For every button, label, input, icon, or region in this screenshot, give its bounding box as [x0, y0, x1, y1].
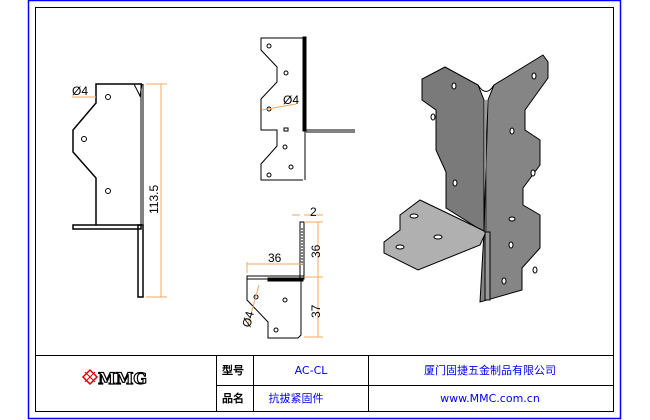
company-website: www.MMC.com.cn	[440, 392, 540, 405]
side-view	[72, 83, 167, 298]
lower-height-dimension: 37	[309, 304, 323, 318]
company-name: 厦门固捷五金制品有限公司	[424, 363, 556, 377]
upper-height-dimension: 36	[309, 244, 323, 258]
width-dimension: 36	[268, 251, 282, 265]
outer-frame	[27, 0, 622, 420]
model-label: 型号	[222, 363, 244, 377]
front-hole-dimension: Ø4	[283, 93, 299, 107]
thickness-dimension: 2	[310, 205, 317, 219]
model-value: AC-CL	[295, 364, 329, 377]
logo-icon	[81, 368, 99, 386]
side-hole-dimension: Ø4	[72, 84, 88, 98]
name-label: 品名	[222, 391, 244, 405]
plan-view	[246, 214, 323, 339]
front-view	[260, 36, 355, 181]
isometric-view	[383, 54, 549, 303]
company-logo-text: MMG	[98, 369, 147, 388]
inner-frame	[35, 7, 614, 412]
plan-hole-dimension: Ø4	[239, 309, 257, 328]
side-height-dimension: 113.5	[147, 185, 161, 214]
name-value: 抗拔紧固件	[269, 391, 324, 405]
title-block	[35, 355, 613, 412]
